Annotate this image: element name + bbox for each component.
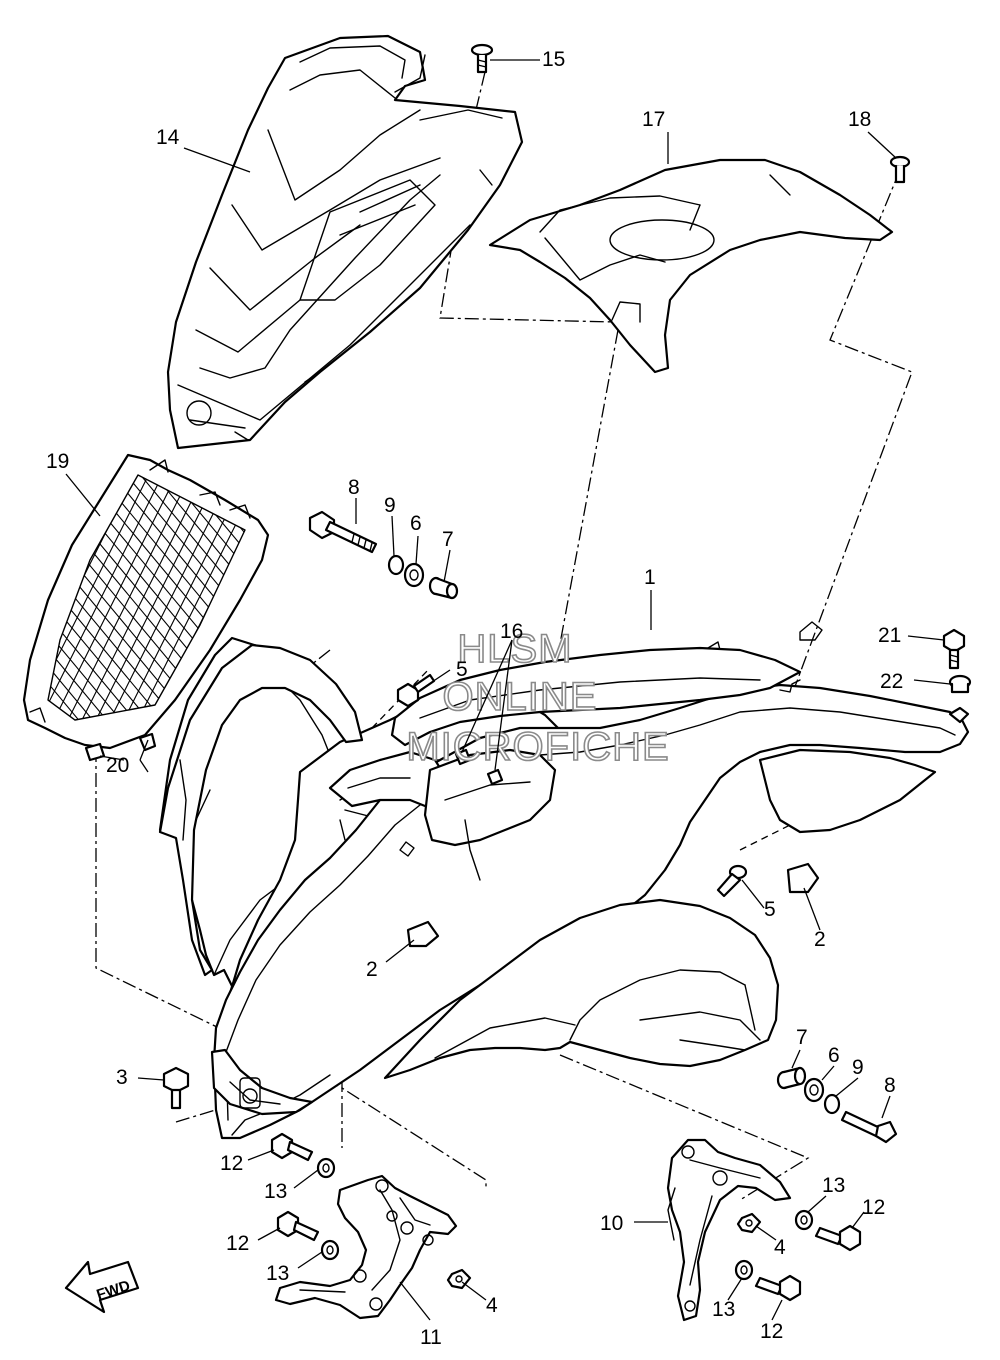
grill-mesh-line bbox=[48, 475, 127, 720]
callout-3: 3 bbox=[116, 1066, 128, 1089]
watermark-line-2: ONLINE bbox=[443, 675, 598, 719]
rear-inner-arch bbox=[390, 646, 802, 747]
callout-1: 1 bbox=[644, 566, 656, 589]
grill-mesh-line bbox=[61, 475, 213, 720]
callout-13-left-b: 13 bbox=[266, 1262, 289, 1285]
grill-mesh-line bbox=[0, 460, 30, 760]
callout-9-upper: 9 bbox=[384, 494, 396, 517]
callout-6-lower: 6 bbox=[828, 1044, 840, 1067]
grill-mesh-line bbox=[48, 475, 199, 720]
collar-22 bbox=[948, 674, 972, 694]
right-bracket-part bbox=[666, 1138, 792, 1322]
bolt-12-right-a bbox=[814, 1224, 862, 1252]
grill-mesh-line bbox=[0, 460, 28, 760]
fasteners bbox=[84, 43, 972, 1302]
grill-mesh-line bbox=[141, 475, 245, 720]
grill-mesh-line bbox=[48, 475, 155, 720]
callout-2-left: 2 bbox=[366, 958, 378, 981]
grill-mesh-line bbox=[0, 460, 14, 760]
callout-2-right: 2 bbox=[814, 928, 826, 951]
watermark-line-3: MICROFICHE bbox=[406, 725, 669, 769]
callout-12-left-a: 12 bbox=[220, 1152, 243, 1175]
washer-13-right-b bbox=[734, 1259, 754, 1281]
nut-4-right bbox=[736, 1212, 762, 1234]
washer-9-upper bbox=[387, 554, 405, 576]
callout-4-left: 4 bbox=[486, 1294, 498, 1317]
grill-mesh-line bbox=[155, 475, 245, 720]
bolt-8-lower bbox=[840, 1110, 898, 1144]
rear-cover-part bbox=[488, 158, 894, 374]
grommet-22-seat bbox=[948, 706, 970, 724]
washer-13-left-b bbox=[320, 1239, 340, 1261]
center-bracket bbox=[328, 748, 557, 881]
callout-15: 15 bbox=[542, 48, 565, 71]
callout-16: 16 bbox=[500, 620, 523, 643]
callout-8-lower: 8 bbox=[884, 1074, 896, 1097]
bolt-12-right-b bbox=[754, 1274, 802, 1302]
callout-9-lower: 9 bbox=[852, 1056, 864, 1079]
front-cover-part bbox=[166, 34, 524, 450]
grill-mesh-line bbox=[48, 475, 113, 720]
callout-5-upper: 5 bbox=[456, 658, 468, 681]
bolt-8-upper bbox=[308, 510, 378, 554]
collar-7-upper bbox=[428, 576, 459, 600]
grill-mesh-line bbox=[48, 475, 171, 720]
callout-8-upper: 8 bbox=[348, 476, 360, 499]
washer-13-left-a bbox=[316, 1157, 336, 1179]
bolt-12-left-b bbox=[276, 1210, 320, 1242]
bolt-5-upper bbox=[396, 673, 436, 708]
callout-4-right: 4 bbox=[774, 1236, 786, 1259]
bolt-12-left-a bbox=[270, 1132, 314, 1162]
callout-19: 19 bbox=[46, 450, 69, 473]
callout-10: 10 bbox=[600, 1212, 623, 1235]
callout-18: 18 bbox=[848, 108, 871, 131]
callout-21: 21 bbox=[878, 624, 901, 647]
callout-7-upper: 7 bbox=[442, 528, 454, 551]
callout-13-right-b: 13 bbox=[712, 1298, 735, 1321]
callout-6-upper: 6 bbox=[410, 512, 422, 535]
watermark: HLSM ONLINE MICROFICHE bbox=[406, 626, 670, 770]
grommet-20-b bbox=[84, 742, 106, 762]
bolt-21 bbox=[942, 628, 966, 670]
leader-lines bbox=[65, 59, 951, 1321]
callout-labels: 15 14 17 18 19 8 9 6 7 1 16 5 21 22 20 5… bbox=[46, 48, 903, 1349]
screw-15 bbox=[470, 43, 494, 74]
grommet-6-lower bbox=[803, 1077, 825, 1103]
callout-13-right-a: 13 bbox=[822, 1174, 845, 1197]
callout-7-lower: 7 bbox=[796, 1026, 808, 1049]
callout-13-left-a: 13 bbox=[264, 1180, 287, 1203]
grill-mesh-line bbox=[127, 475, 245, 720]
callout-14: 14 bbox=[156, 126, 180, 149]
collar-7-lower bbox=[776, 1066, 807, 1090]
nut-16-b bbox=[486, 768, 504, 786]
callout-5-right: 5 bbox=[764, 898, 776, 921]
washer-9-lower bbox=[823, 1093, 841, 1115]
callout-17: 17 bbox=[642, 108, 665, 131]
left-bracket-part bbox=[274, 1174, 458, 1320]
washer-13-right-a bbox=[794, 1209, 814, 1231]
watermark-line-1: HLSM bbox=[457, 627, 572, 671]
bolt-5-right bbox=[716, 864, 748, 898]
callout-11: 11 bbox=[420, 1326, 442, 1349]
grill-mesh-line bbox=[0, 460, 2, 760]
grill-mesh-line bbox=[75, 475, 227, 720]
callout-12-left-b: 12 bbox=[226, 1232, 249, 1255]
grill-mesh-line bbox=[48, 475, 169, 720]
callout-12-right-b: 12 bbox=[760, 1320, 783, 1343]
grill-mesh-line bbox=[0, 460, 16, 760]
grill-mesh-line bbox=[48, 475, 141, 720]
clip-2-right bbox=[786, 862, 820, 894]
callout-22: 22 bbox=[880, 670, 903, 693]
callout-20: 20 bbox=[106, 754, 129, 777]
screw-18 bbox=[889, 155, 911, 184]
grommet-6-upper bbox=[403, 562, 425, 588]
callout-12-right-a: 12 bbox=[862, 1196, 885, 1219]
fwd-arrow-icon: FWD bbox=[64, 1260, 140, 1314]
grill-mesh-line bbox=[48, 475, 157, 720]
bolt-3 bbox=[162, 1066, 190, 1110]
